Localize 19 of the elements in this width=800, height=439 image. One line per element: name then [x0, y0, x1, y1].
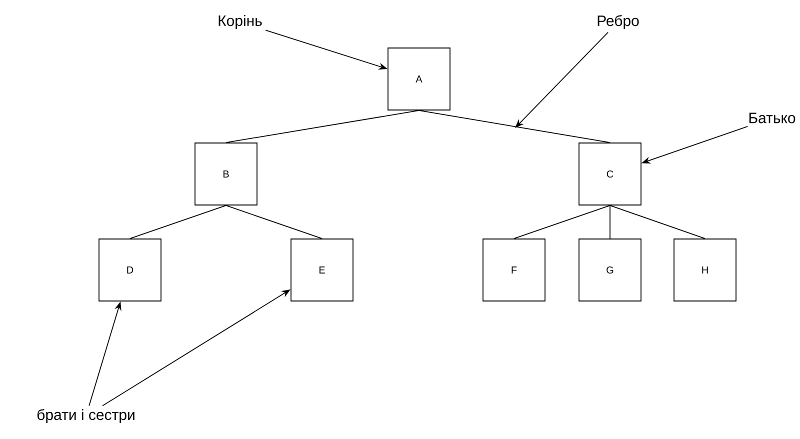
tree-node-box: B [194, 142, 258, 206]
tree-node-box: C [578, 142, 642, 206]
tree-edge [226, 110, 420, 143]
tree-node-box: D [98, 238, 162, 302]
tree-edge [514, 205, 610, 239]
tree-edge [610, 205, 706, 239]
tree-edge [418, 110, 610, 143]
annotation-label: Корінь [218, 15, 262, 29]
tree-edge [130, 205, 226, 239]
annotation-label: Ребро [598, 14, 639, 30]
annotation-label: Батько [749, 112, 796, 124]
annotation-label: брати і сестри [37, 408, 134, 424]
tree-node-box: A [388, 48, 450, 110]
tree-node-box: F [482, 238, 546, 302]
leader-arrow [515, 32, 608, 128]
tree-node-box: H [674, 238, 736, 302]
tree-edge [226, 205, 322, 239]
tree-node-box: G [578, 238, 642, 302]
tree-node-box: E [290, 238, 354, 302]
